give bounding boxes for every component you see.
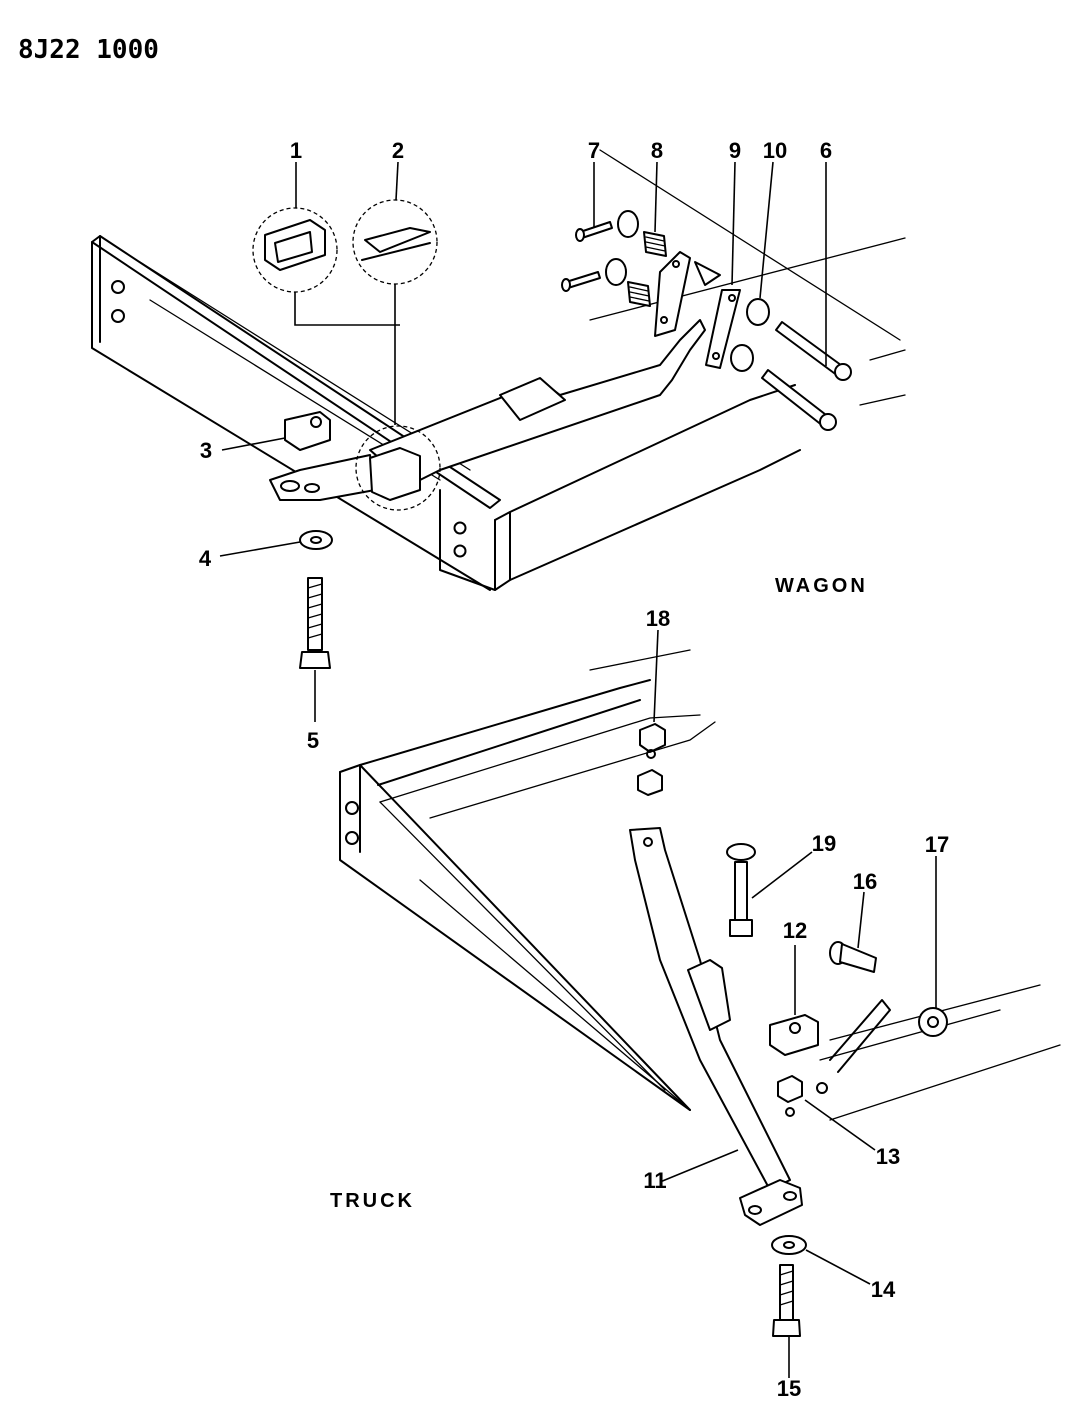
wagon-frame <box>91 149 906 591</box>
callout-5: 5 <box>307 728 319 753</box>
pin-part-6 <box>761 321 852 431</box>
wagon-caption: WAGON <box>775 575 868 597</box>
detail-circle-2 <box>352 199 438 285</box>
callout-4: 4 <box>199 546 212 571</box>
callout-3: 3 <box>200 438 212 463</box>
wagon-track-bar <box>269 319 706 501</box>
washer-upper-b <box>605 258 627 286</box>
callout-10: 10 <box>763 138 787 163</box>
washer-part-4 <box>299 530 333 550</box>
washer-part-10 <box>746 298 770 326</box>
callout-2: 2 <box>392 138 404 163</box>
callout-18: 18 <box>646 606 670 631</box>
bolt-part-7 <box>561 221 613 292</box>
nut-part-18 <box>637 723 666 796</box>
callout-19: 19 <box>812 831 836 856</box>
spring-part-8 <box>627 231 667 307</box>
washer-part-10b <box>730 344 754 372</box>
bushing-part-3 <box>284 411 331 451</box>
washer-upper-a <box>617 210 639 238</box>
bolt-part-15 <box>772 1264 801 1337</box>
callout-leaders <box>219 161 937 1378</box>
callout-6: 6 <box>820 138 832 163</box>
callout-15: 15 <box>777 1376 801 1401</box>
bracket-part-17 <box>816 999 948 1094</box>
washer-part-14 <box>771 1235 807 1255</box>
bolt-part-5 <box>299 577 331 669</box>
callout-17: 17 <box>925 832 949 857</box>
detail-circle-1 <box>252 207 338 293</box>
callout-1: 1 <box>290 138 302 163</box>
callout-12: 12 <box>783 918 807 943</box>
truck-frame <box>339 649 1061 1121</box>
bushing-part-12 <box>769 1014 819 1056</box>
truck-track-bar <box>629 827 803 1226</box>
callout-8: 8 <box>651 138 663 163</box>
callout-14: 14 <box>871 1277 896 1302</box>
detail-circle-track-bar <box>355 425 441 511</box>
bolt-part-19 <box>726 843 756 937</box>
callout-11: 11 <box>643 1168 666 1193</box>
plate-part-9 <box>654 251 741 369</box>
truck-caption: TRUCK <box>330 1190 415 1212</box>
callout-13: 13 <box>876 1144 900 1169</box>
callout-7: 7 <box>588 138 600 163</box>
bolt-part-16 <box>829 941 877 973</box>
nut-part-13 <box>777 1075 803 1117</box>
callout-16: 16 <box>853 869 877 894</box>
callout-9: 9 <box>729 138 741 163</box>
drawing-code: 8J22 1000 <box>18 35 159 65</box>
